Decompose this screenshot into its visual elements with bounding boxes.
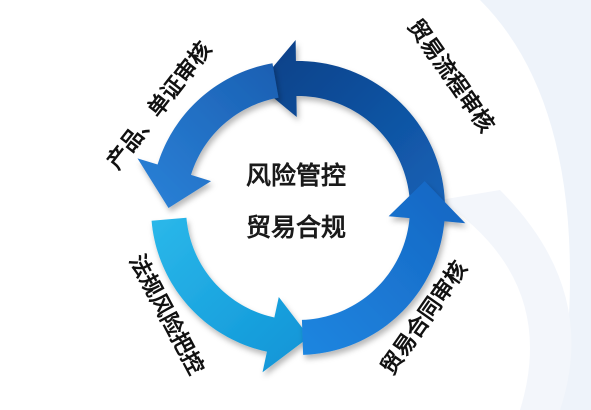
cycle-arrows [137,40,466,373]
background-swoosh-2 [440,190,572,410]
center-title-line2: 贸易合规 [246,213,346,242]
arrow-bottom-right [301,181,466,355]
center-title-line1: 风险管控 [246,161,346,190]
label-top-right: 贸易流程审核 [402,14,499,137]
arrow-top-left [137,63,279,208]
background-swoosh [480,0,591,410]
arrow-top-right [257,40,445,221]
arrow-bottom-left [151,217,310,373]
